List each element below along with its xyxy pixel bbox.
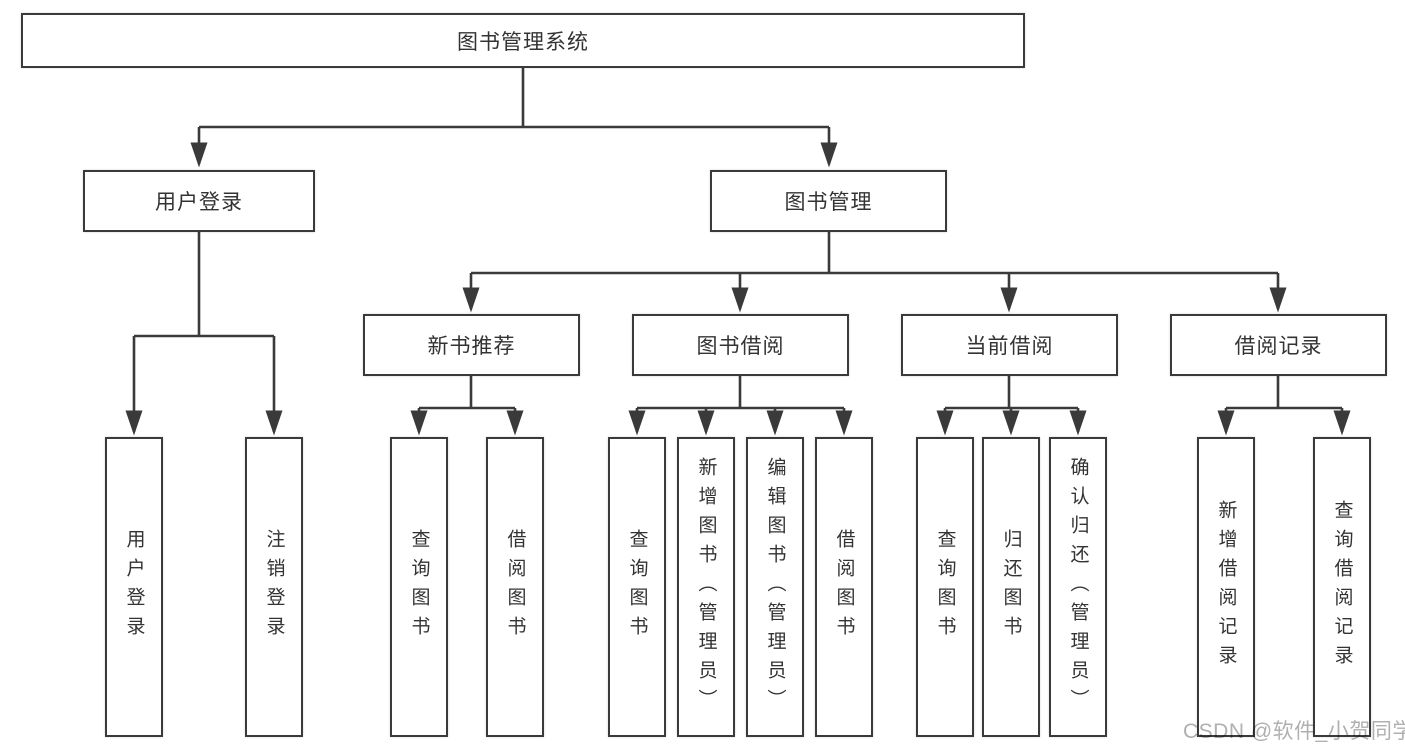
csdn-watermark: CSDN @软件_小贺同学: [1183, 720, 1405, 743]
node-query-borrowing-record: 查询借阅记录: [1313, 437, 1371, 737]
node-query-books-current: 查询图书: [916, 437, 974, 737]
node-label: 图书借阅: [696, 335, 785, 358]
node-label: 查询图书: [408, 529, 430, 645]
node-new-book-recommendation: 新书推荐: [363, 314, 580, 376]
node-return-book: 归还图书: [982, 437, 1040, 737]
node-label: 查询借阅记录: [1331, 500, 1353, 674]
node-label: 借阅图书: [504, 529, 526, 645]
node-book-borrowing: 图书借阅: [632, 314, 849, 376]
node-borrow-books-recommend: 借阅图书: [486, 437, 544, 737]
node-label: 借阅图书: [833, 529, 855, 645]
node-book-management-module: 图书管理: [710, 170, 947, 232]
node-label: 新增图书（管理员）: [695, 456, 717, 718]
connector-trunks: [134, 68, 1342, 410]
node-label: 图书管理: [784, 191, 873, 214]
node-logout-login: 注销登录: [245, 437, 303, 737]
node-add-book-admin: 新增图书（管理员）: [677, 437, 735, 737]
node-confirm-return-admin: 确认归还（管理员）: [1049, 437, 1107, 737]
node-label: 图书管理系统: [457, 30, 589, 54]
node-label: 用户登录: [155, 191, 243, 214]
node-label: 当前借阅: [965, 335, 1054, 358]
node-label: 借阅记录: [1234, 335, 1323, 358]
node-label: 用户登录: [123, 529, 145, 645]
node-label: 编辑图书（管理员）: [764, 456, 786, 718]
node-label: 注销登录: [263, 529, 285, 645]
node-label: 新增借阅记录: [1215, 500, 1237, 674]
node-add-borrowing-record: 新增借阅记录: [1197, 437, 1255, 737]
node-user-login: 用户登录: [105, 437, 163, 737]
node-label: 归还图书: [1000, 529, 1022, 645]
node-edit-book-admin: 编辑图书（管理员）: [746, 437, 804, 737]
node-query-books-recommend: 查询图书: [390, 437, 448, 737]
node-borrow-books: 借阅图书: [815, 437, 873, 737]
node-query-books-borrow: 查询图书: [608, 437, 666, 737]
node-library-management-system: 图书管理系统: [21, 13, 1025, 68]
node-current-borrowing: 当前借阅: [901, 314, 1118, 376]
node-label: 新书推荐: [427, 335, 516, 358]
node-label: 查询图书: [934, 529, 956, 645]
node-label: 查询图书: [626, 529, 648, 645]
node-label: 确认归还（管理员）: [1067, 456, 1089, 718]
node-borrowing-records: 借阅记录: [1170, 314, 1387, 376]
node-user-login-module: 用户登录: [83, 170, 315, 232]
